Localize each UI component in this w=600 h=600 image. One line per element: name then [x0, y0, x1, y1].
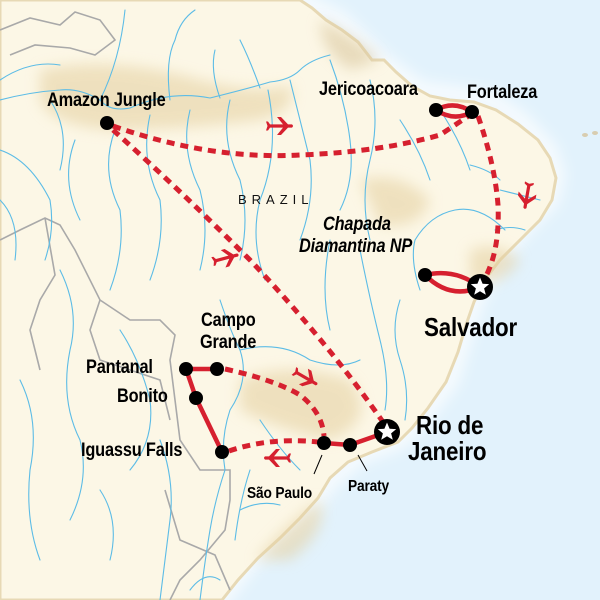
label-iguassu-falls: Iguassu Falls [81, 440, 183, 461]
label-campo-line2: Grande [200, 332, 257, 353]
label-chapada-line2: Diamantina NP [299, 236, 413, 257]
label-bonito: Bonito [117, 386, 168, 407]
label-amazon-jungle: Amazon Jungle [47, 90, 166, 111]
label-rio-line2: Janeiro [408, 436, 487, 466]
marker-sao-paulo [317, 436, 331, 450]
marker-amazon-jungle [100, 116, 114, 130]
country-borders [0, 11, 231, 600]
marker-fortaleza [465, 105, 479, 119]
marker-paraty [343, 438, 357, 452]
flight-iguassu-saopaulo [228, 438, 319, 454]
marker-iguassu-falls [215, 445, 229, 459]
label-salvador: Salvador [424, 312, 518, 342]
stop-markers [100, 103, 479, 459]
leader-lines [313, 454, 368, 475]
flight-amazon-rio [111, 128, 388, 427]
marker-campo-grande [210, 362, 224, 376]
marker-jericoacoara [429, 103, 443, 117]
marker-chapada-diamantina [418, 268, 432, 282]
star-icon-salvador [467, 274, 493, 300]
country-label: BRAZIL [238, 192, 314, 207]
flight-amazon-fortaleza [112, 112, 472, 159]
star-icon-rio [374, 419, 400, 445]
label-pantanal: Pantanal [86, 357, 153, 378]
label-fortaleza: Fortaleza [467, 82, 538, 103]
label-campo-line1: Campo [201, 310, 256, 331]
label-paraty: Paraty [348, 478, 390, 495]
label-rio-line1: Rio de [416, 410, 484, 440]
islands [582, 131, 598, 137]
label-sao-paulo: São Paulo [247, 485, 312, 502]
marker-pantanal [179, 362, 193, 376]
label-chapada-line1: Chapada [323, 214, 391, 235]
flight-campogrande-saopaulo [224, 366, 327, 437]
rivers [0, 9, 541, 600]
flight-routes [111, 112, 501, 454]
marker-bonito [189, 391, 203, 405]
flight-fortaleza-salvador [475, 115, 501, 280]
label-jericoacoara: Jericoacoara [319, 79, 418, 100]
